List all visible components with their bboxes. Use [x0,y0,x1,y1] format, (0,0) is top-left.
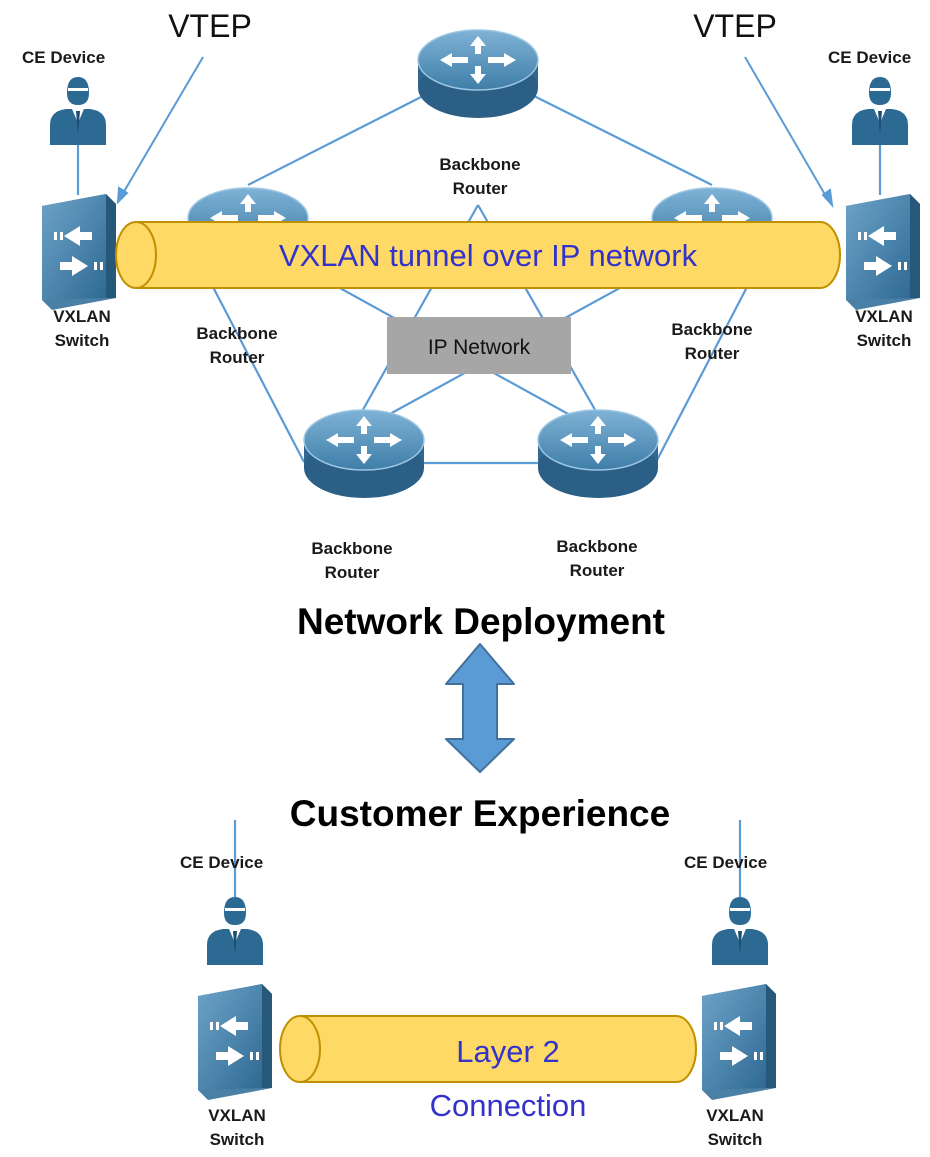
vxlan-switch-label-bottom-right-1: VXLAN [706,1106,764,1125]
connection-label: Connection [430,1088,587,1123]
router-label-bottom-right-1: Backbone [556,537,637,556]
router-icon-bottom-right [537,409,659,499]
ce-device-label-bottom-right: CE Device [684,853,767,872]
ce-device-label-top-right: CE Device [828,48,911,67]
tunnel-label: VXLAN tunnel over IP network [279,238,698,273]
router-label-bottom-left-2: Router [325,563,380,582]
vxlan-switch-icon-top-left [42,194,116,310]
router-label-right-2: Router [685,344,740,363]
vtep-label-right: VTEP [693,8,777,44]
router-label-right-1: Backbone [671,320,752,339]
network-deployment-heading: Network Deployment [297,601,665,642]
router-icon-bottom-left [303,409,425,499]
ce-device-label-top-left: CE Device [22,48,105,67]
router-label-top-1: Backbone [439,155,520,174]
vxlan-switch-label-bottom-right-2: Switch [708,1130,763,1149]
router-icon-top [417,29,539,119]
router-label-left-1: Backbone [196,324,277,343]
vtep-pointer-arrows [116,56,834,209]
user-icon-bottom-right [712,897,768,965]
customer-experience-heading: Customer Experience [290,793,670,834]
user-icon-top-left [50,77,106,145]
vxlan-switch-label-left-2: Switch [55,331,110,350]
vxlan-switch-label-right-2: Switch [857,331,912,350]
vxlan-tunnel: VXLAN tunnel over IP network [115,221,841,289]
vxlan-switch-icon-top-right [846,194,920,310]
router-label-top-2: Router [453,179,508,198]
vxlan-switch-icon-bottom-right [702,984,776,1100]
router-label-bottom-right-2: Router [570,561,625,580]
router-label-bottom-left-1: Backbone [311,539,392,558]
vxlan-switch-label-right-1: VXLAN [855,307,913,326]
double-arrow-icon [445,643,515,773]
vxlan-switch-label-bottom-left-1: VXLAN [208,1106,266,1125]
vxlan-switch-label-left-1: VXLAN [53,307,111,326]
ip-network-label: IP Network [428,336,531,359]
vxlan-switch-icon-bottom-left [198,984,272,1100]
layer2-label: Layer 2 [456,1034,559,1069]
user-icon-top-right [852,77,908,145]
ip-network-box: IP Network [387,317,571,374]
vxlan-switch-label-bottom-left-2: Switch [210,1130,265,1149]
router-label-left-2: Router [210,348,265,367]
layer2-tunnel: Layer 2 [279,1015,697,1083]
user-icon-bottom-left [207,897,263,965]
ce-device-label-bottom-left: CE Device [180,853,263,872]
vtep-label-left: VTEP [168,8,252,44]
